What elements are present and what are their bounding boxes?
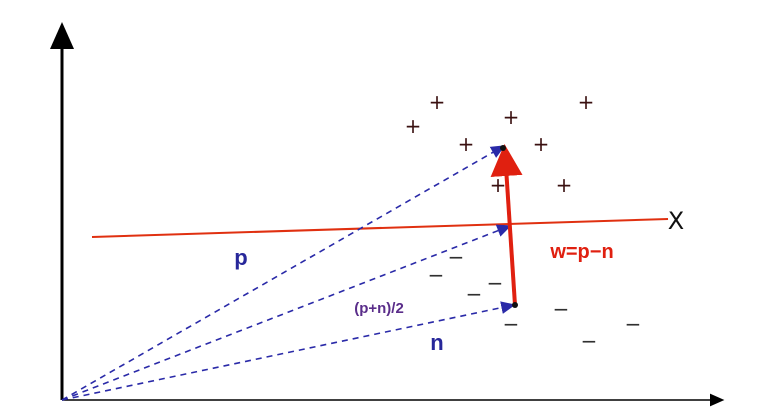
plus-sample: + (490, 173, 507, 197)
minus-sample: − (487, 271, 504, 295)
label-midpoint: (p+n)/2 (354, 300, 404, 317)
plus-sample: + (578, 90, 595, 114)
vector-midpoint-dashed (61, 224, 512, 401)
w-vector-arrow (490, 144, 523, 306)
plus-sample: + (503, 105, 520, 129)
plus-sample: + (556, 173, 573, 197)
plus-sample: + (533, 132, 550, 156)
point-n (512, 302, 518, 308)
vector-p-dashed (61, 145, 506, 401)
plus-sample: + (458, 132, 475, 156)
decision-boundary-line (91, 218, 669, 238)
label-w: w=p−n (549, 241, 613, 263)
plus-sample: + (429, 90, 446, 114)
point-p (500, 145, 506, 151)
minus-sample: − (428, 263, 445, 287)
positive-samples: + + + + + + + + (405, 90, 595, 197)
label-n: n (430, 330, 443, 355)
plus-sample: + (405, 114, 422, 138)
minus-sample: − (625, 312, 642, 336)
minus-sample: − (466, 282, 483, 306)
vector-n-dashed (61, 301, 516, 401)
minus-sample: − (581, 329, 598, 353)
minus-sample: − (448, 245, 465, 269)
negative-samples: − − − − − − − − (428, 245, 642, 353)
boundary-x-mark: X (668, 207, 684, 235)
minus-sample: − (553, 297, 570, 321)
label-p: p (234, 245, 247, 270)
minus-sample: − (503, 312, 520, 336)
